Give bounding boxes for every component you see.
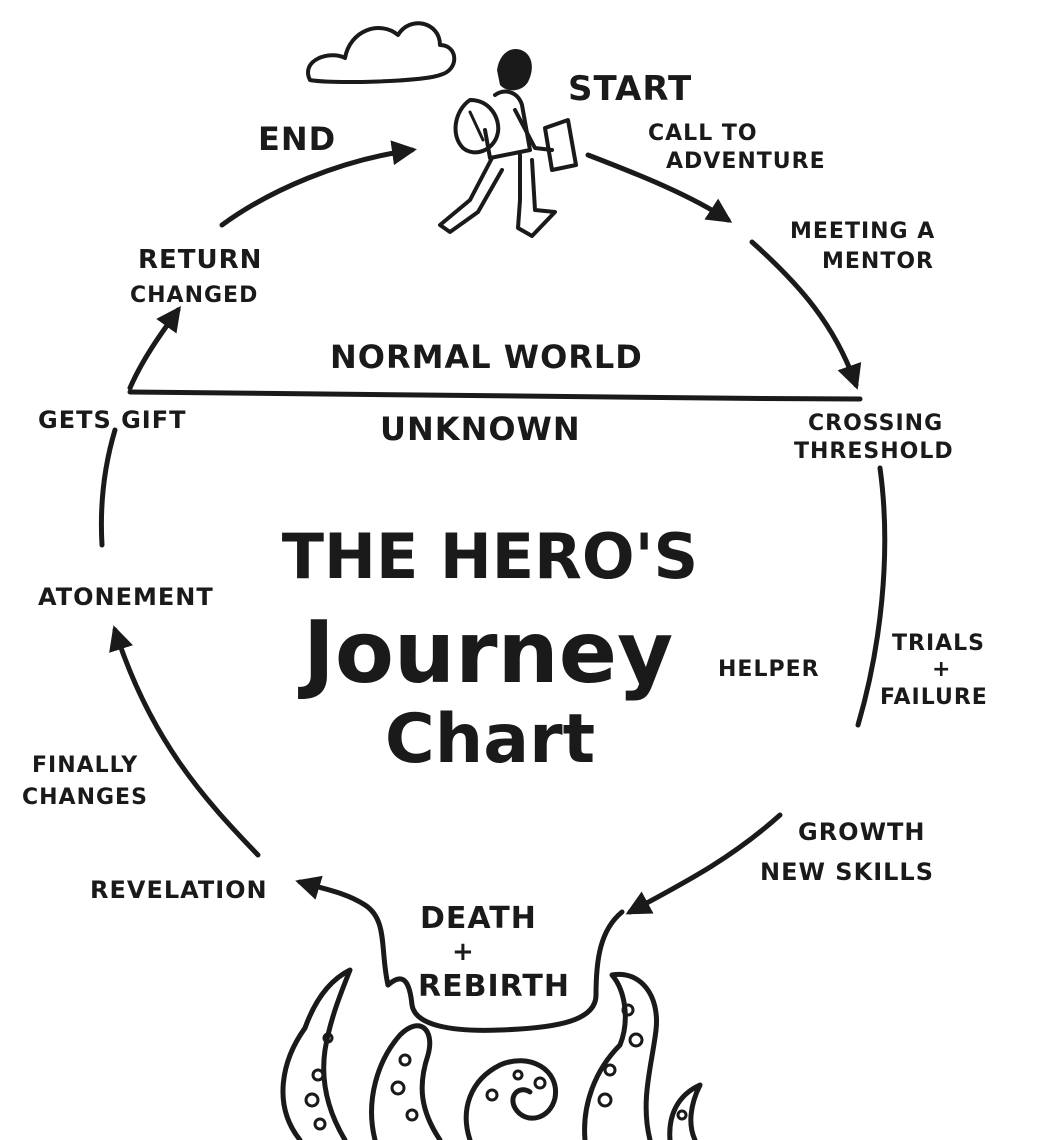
label-helper: HELPER bbox=[718, 657, 820, 682]
title-line-1: THE HERO'S bbox=[282, 520, 698, 593]
label-crossing-threshold-1: CROSSING bbox=[808, 411, 943, 436]
cloud-icon bbox=[306, 21, 457, 85]
label-crossing-threshold-2: THRESHOLD bbox=[794, 439, 954, 464]
label-return-changed-1: RETURN bbox=[138, 245, 262, 275]
arc-threshold-to-trials bbox=[855, 465, 888, 728]
label-finally-changes-1: FINALLY bbox=[32, 753, 138, 778]
title-line-2: Journey bbox=[298, 603, 673, 703]
hiker-icon bbox=[438, 49, 578, 238]
label-meeting-mentor-2: MENTOR bbox=[822, 249, 934, 274]
diagram-title: THE HERO'S Journey Chart bbox=[282, 520, 698, 779]
arc-start-to-mentor bbox=[585, 152, 733, 223]
arc-atonement-to-gift bbox=[98, 427, 118, 548]
label-trials-1: TRIALS bbox=[892, 631, 985, 656]
label-death-rebirth-3: REBIRTH bbox=[418, 969, 570, 1004]
label-trials-2: + bbox=[932, 657, 951, 682]
arc-gift-to-return bbox=[127, 305, 181, 391]
label-death-rebirth-1: DEATH bbox=[420, 901, 537, 936]
arc-mentor-to-threshold bbox=[749, 239, 862, 390]
label-atonement: ATONEMENT bbox=[38, 583, 214, 611]
label-finally-changes-2: CHANGES bbox=[22, 785, 148, 810]
label-growth-2: NEW SKILLS bbox=[760, 858, 934, 886]
label-meeting-mentor-1: MEETING A bbox=[790, 219, 935, 244]
label-trials-3: FAILURE bbox=[880, 685, 988, 710]
label-call-to-adventure-1: CALL TO bbox=[648, 121, 758, 146]
label-end: END bbox=[258, 120, 336, 158]
tentacles-icon bbox=[280, 909, 703, 1140]
arc-return-to-end bbox=[219, 140, 417, 228]
journey-cycle bbox=[98, 140, 888, 988]
label-return-changed-2: CHANGED bbox=[130, 283, 258, 308]
label-start: START bbox=[568, 69, 692, 109]
label-unknown: UNKNOWN bbox=[380, 410, 581, 448]
label-death-rebirth-2: + bbox=[452, 937, 475, 967]
label-revelation: REVELATION bbox=[90, 876, 268, 904]
label-normal-world: NORMAL WORLD bbox=[330, 338, 643, 376]
label-growth-1: GROWTH bbox=[798, 818, 926, 846]
stage-labels: START END CALL TO ADVENTURE MEETING A ME… bbox=[22, 69, 988, 1004]
world-divider-line bbox=[127, 389, 863, 402]
arc-growth-to-death bbox=[625, 812, 783, 915]
label-call-to-adventure-2: ADVENTURE bbox=[666, 149, 826, 174]
arc-death-to-revelation bbox=[295, 875, 391, 988]
arc-revelation-to-atonement bbox=[109, 625, 261, 858]
title-line-3: Chart bbox=[385, 700, 595, 779]
label-gets-gift: GETS GIFT bbox=[38, 406, 187, 434]
